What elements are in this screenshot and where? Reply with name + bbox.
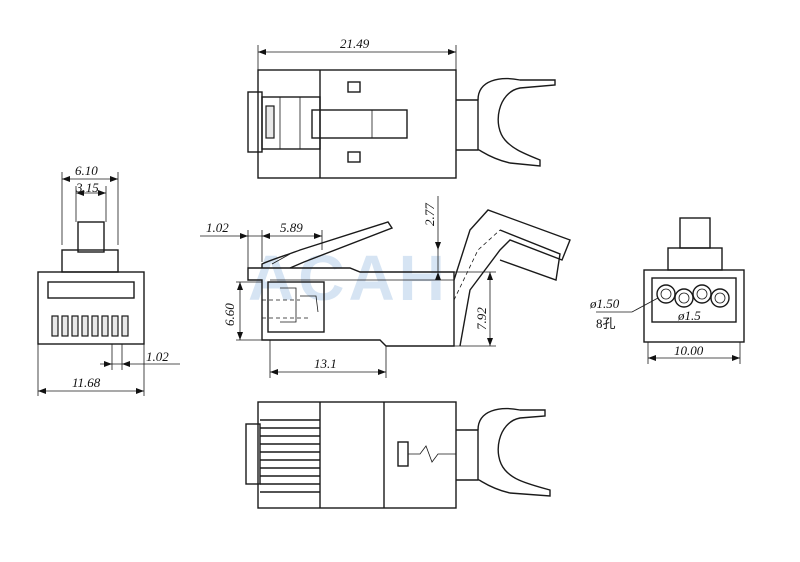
bottom-view (245, 401, 551, 509)
top-view: 21.49 (247, 36, 556, 179)
contact-pins (51, 315, 129, 337)
dim-latch-offset: 1.02 (206, 220, 229, 235)
dim-hole-diameter: ø1.50 (589, 296, 620, 311)
note-hole-count: 8孔 (596, 316, 616, 331)
front-view: 6.10 3.15 1.02 (37, 163, 180, 396)
wire-holes (656, 284, 730, 308)
dim-latch-length: 5.89 (280, 220, 303, 235)
dim-rear-width: 10.00 (674, 343, 704, 358)
dim-total-height: 7.92 (474, 307, 489, 330)
dim-latch-width: 3.15 (75, 180, 99, 195)
dim-head-width: 6.10 (75, 163, 98, 178)
watermark-text: ACAH (248, 242, 449, 314)
dim-overall-length: 21.49 (340, 36, 370, 51)
dim-hole-inner: ø1.5 (677, 308, 701, 323)
dim-boot-height: 2.77 (422, 203, 437, 226)
dim-body-height: 6.60 (222, 303, 237, 326)
dim-pin-pitch: 1.02 (146, 349, 169, 364)
contact-strips (260, 419, 320, 493)
rear-view: ø1.50 8孔 ø1.5 10.00 (589, 217, 745, 364)
dim-body-length: 13.1 (314, 356, 337, 371)
side-view: 1.02 5.89 2.77 6.60 7.92 (200, 196, 571, 378)
dim-front-width: 11.68 (72, 375, 101, 390)
